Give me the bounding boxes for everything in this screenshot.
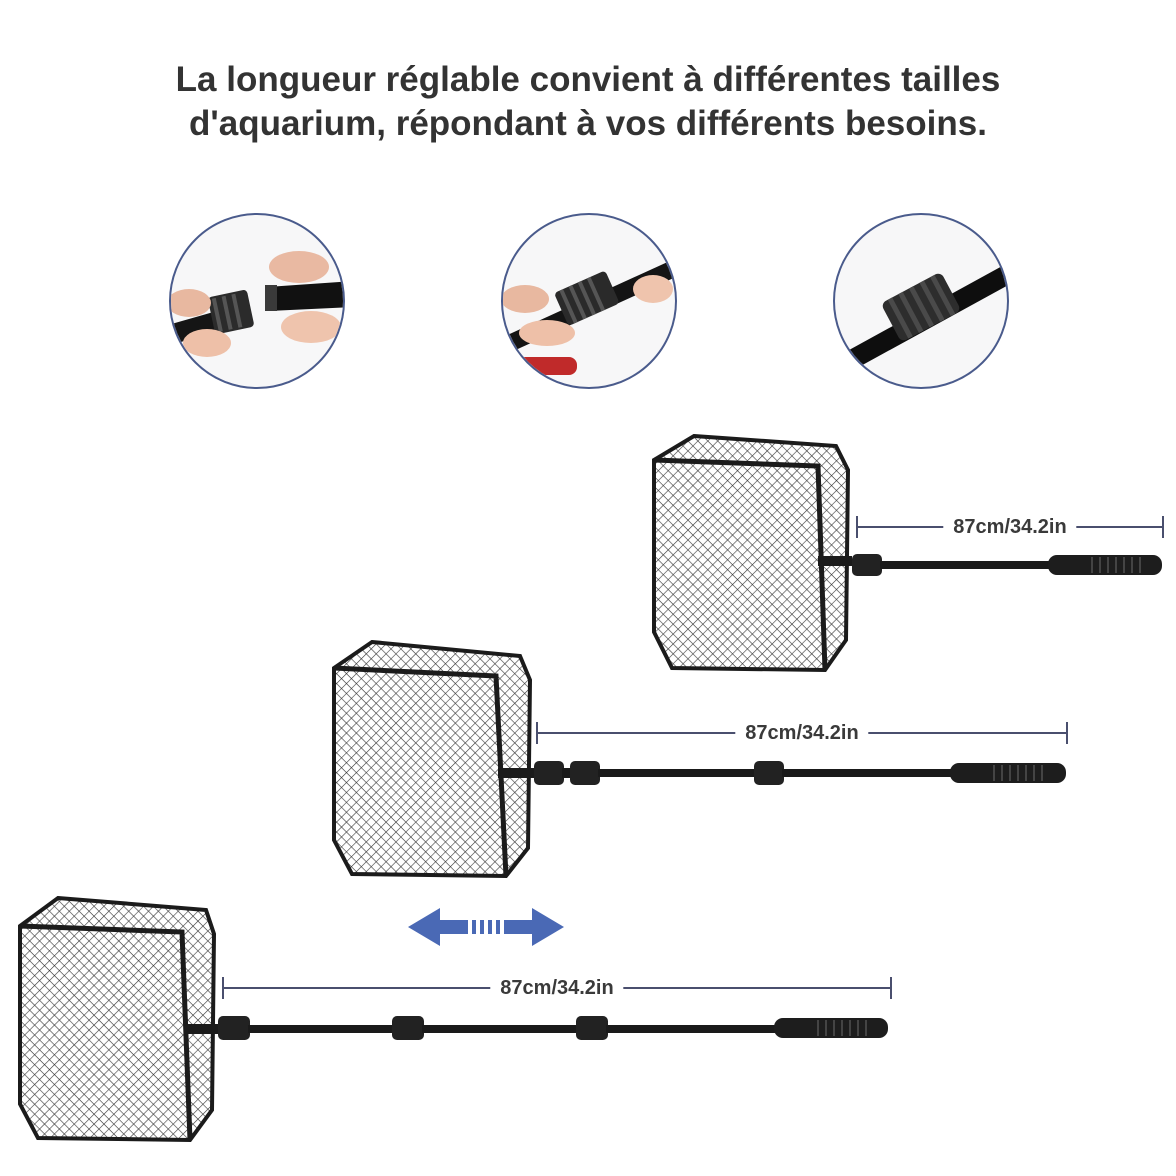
length-label: 87cm/34.2in	[735, 720, 869, 746]
title-line-1: La longueur réglable convient à différen…	[175, 60, 1001, 99]
page-title: La longueur réglable convient à différen…	[0, 58, 1176, 146]
length-dimension-short: 87cm/34.2in	[856, 514, 1164, 540]
net-long	[18, 895, 888, 1143]
double-arrow-icon	[408, 908, 564, 946]
length-label: 87cm/34.2in	[490, 975, 624, 1001]
step-circle-insert	[169, 213, 345, 389]
net-medium	[332, 639, 1066, 879]
net-short	[652, 433, 1162, 673]
step-circle-twist	[501, 213, 677, 389]
length-dimension-medium: 87cm/34.2in	[536, 720, 1068, 746]
hands-tightening-connector-icon	[503, 258, 675, 375]
length-dimension-long: 87cm/34.2in	[222, 975, 892, 1001]
length-label: 87cm/34.2in	[943, 514, 1077, 540]
step-circle-locked	[833, 213, 1009, 389]
title-line-2: d'aquarium, répondant à vos différents b…	[189, 104, 987, 143]
hands-connecting-pole-icon	[171, 251, 343, 357]
locked-connector-icon	[835, 263, 1007, 379]
